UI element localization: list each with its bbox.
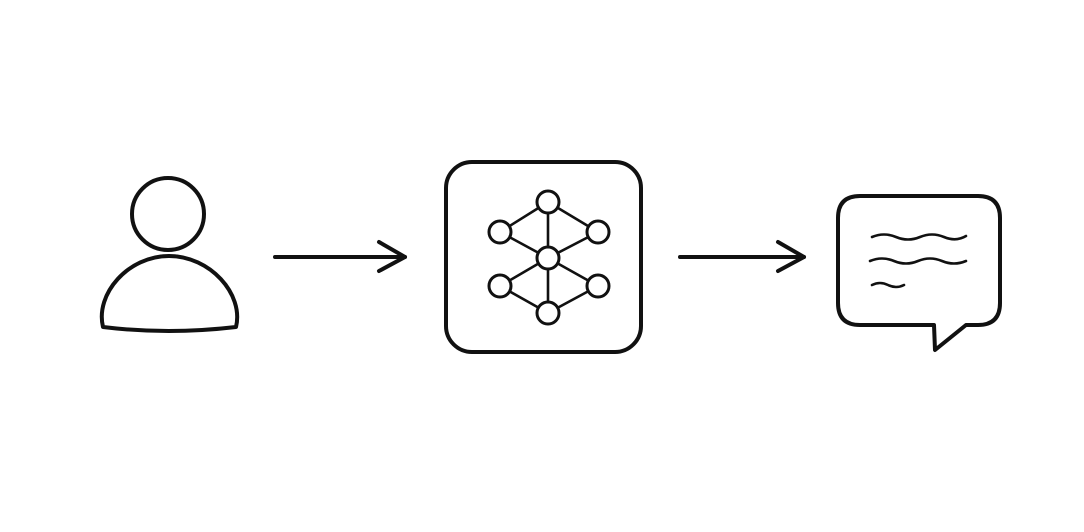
- arrow-right-icon: [273, 240, 407, 273]
- arrow-right-icon: [678, 240, 806, 273]
- network-nodes: [487, 189, 611, 326]
- neural-network-icon: [444, 160, 643, 354]
- chat-message-icon: [836, 194, 1002, 352]
- user-icon: [99, 176, 240, 333]
